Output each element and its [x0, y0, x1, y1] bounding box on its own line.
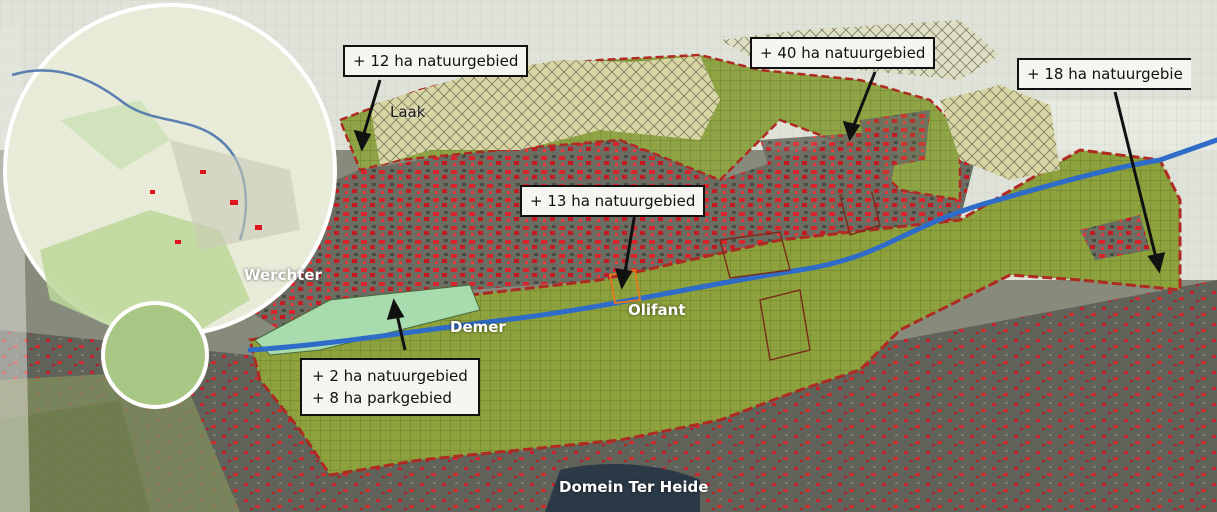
callout-laak-area: + 12 ha natuurgebied: [343, 45, 529, 77]
place-label-demer: Demer: [450, 318, 506, 336]
zoom-circle-small: [101, 301, 209, 409]
callout-text-line1: + 2 ha natuurgebied: [312, 367, 468, 385]
callout-north-area: + 40 ha natuurgebied: [750, 37, 936, 69]
callout-east-area: + 18 ha natuurgebie: [1017, 58, 1191, 90]
parcel-outline: [759, 289, 811, 361]
callout-text-line2: + 8 ha parkgebied: [312, 389, 452, 407]
place-label-laak: Laak: [390, 103, 426, 121]
park-zone: [254, 284, 481, 356]
building-cluster: [1080, 215, 1150, 260]
callout-olifant-area: + 13 ha natuurgebied: [520, 185, 706, 217]
building-cluster: [760, 130, 900, 200]
parcel-outline: [719, 231, 791, 279]
callout-text: + 13 ha natuurgebied: [530, 192, 696, 210]
callout-text: + 18 ha natuurgebie: [1027, 65, 1183, 83]
lake-ter-heide: [545, 464, 700, 512]
callout-text: + 40 ha natuurgebied: [760, 44, 926, 62]
callout-pointers: [353, 71, 1166, 351]
place-label-werchter: Werchter: [244, 266, 322, 284]
callout-text: + 12 ha natuurgebied: [353, 52, 519, 70]
callout-park-area: + 2 ha natuurgebied + 8 ha parkgebied: [300, 358, 480, 416]
demer-river: [247, 137, 1217, 353]
place-label-domein-ter-heide: Domein Ter Heide: [559, 478, 709, 496]
place-label-olifant: Olifant: [628, 301, 686, 319]
zoom-circle-contents: [11, 69, 300, 330]
